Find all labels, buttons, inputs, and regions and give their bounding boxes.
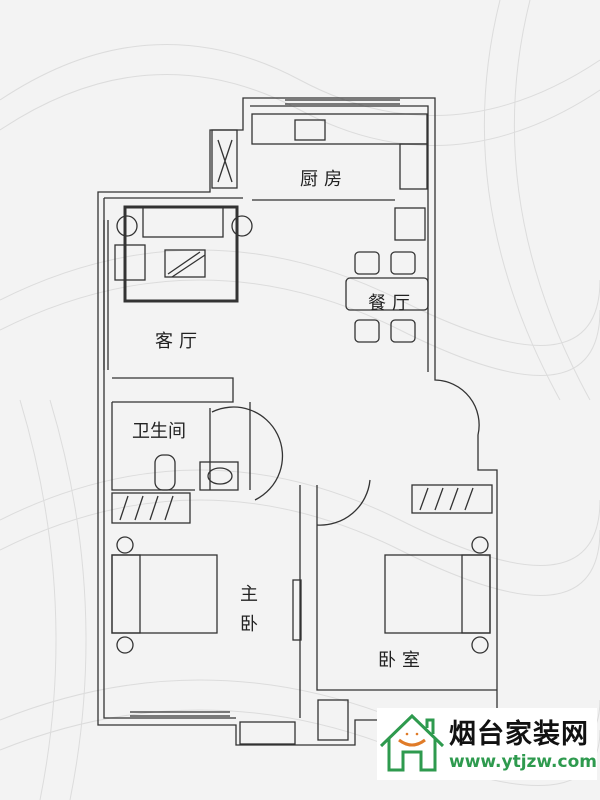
inner-wall (103, 105, 429, 719)
room-label-master-bedroom-2: 卧 (240, 614, 264, 635)
room-label-master-bedroom-1: 主 (240, 584, 264, 605)
room-label-living: 客厅 (155, 331, 203, 352)
toilet (154, 454, 176, 491)
kitchen-counter (251, 113, 428, 145)
logo-url: www.ytjzw.com (449, 752, 597, 772)
sofa (142, 206, 224, 238)
logo-title: 烟台家装网 (449, 719, 589, 750)
room-label-dining: 餐厅 (368, 293, 416, 314)
closet (111, 492, 191, 524)
room-label-bedroom: 卧室 (378, 650, 426, 671)
balcony-unit (239, 721, 296, 745)
lamp (116, 215, 138, 237)
closet (411, 484, 493, 514)
wardrobe-tv (292, 579, 302, 641)
fridge (394, 207, 426, 241)
kitchen-stove (399, 143, 428, 190)
shaft (211, 129, 238, 189)
outer-wall (97, 97, 498, 746)
bathroom-door (211, 406, 284, 501)
room-label-kitchen: 厨房 (300, 169, 348, 190)
kitchen-sink (294, 119, 326, 141)
room-label-bathroom: 卫生间 (132, 421, 186, 442)
basin (199, 461, 239, 491)
house-smile-icon (379, 713, 445, 772)
second-bed (384, 554, 491, 634)
master-bed (111, 554, 218, 634)
coffee-table (164, 249, 206, 278)
sofa-rug (123, 205, 239, 303)
dining-table (345, 277, 429, 311)
site-logo: 烟台家装网 www.ytjzw.com (377, 708, 597, 780)
bedroom-door (316, 479, 371, 526)
